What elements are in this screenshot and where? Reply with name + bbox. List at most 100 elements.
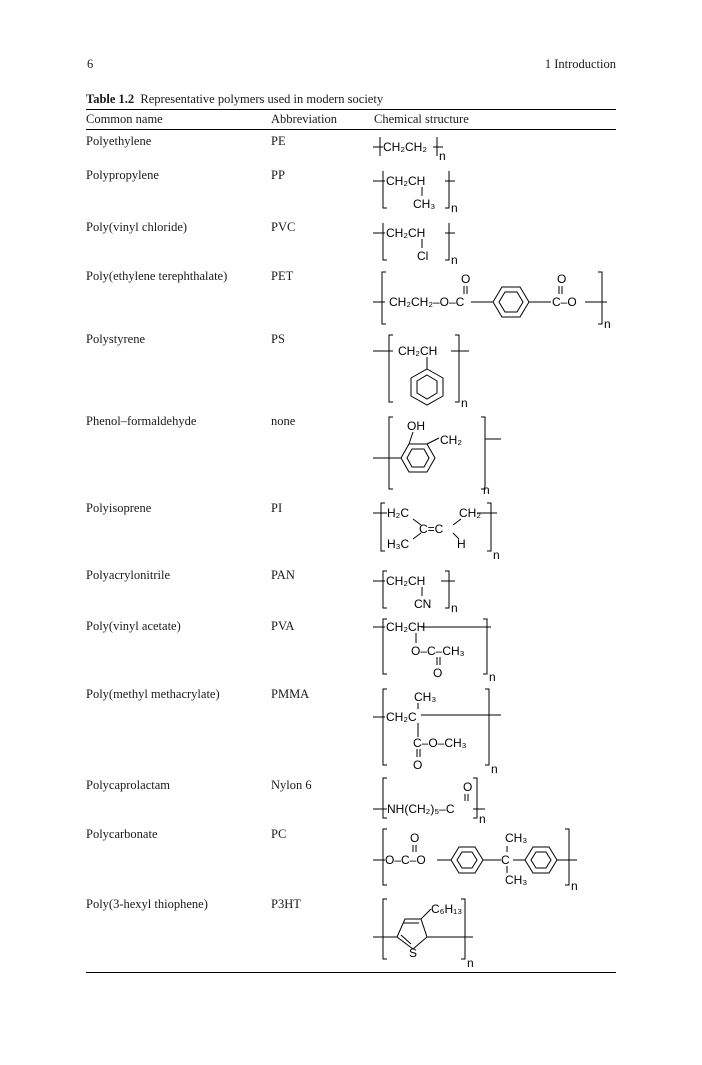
svg-text:C–O: C–O bbox=[552, 295, 577, 309]
col-header-name: Common name bbox=[86, 112, 163, 126]
polymer-name: Poly(vinyl chloride) bbox=[86, 220, 188, 234]
structure-pe: CH₂CH₂ n bbox=[373, 134, 483, 164]
polymer-name: Polypropylene bbox=[86, 168, 159, 182]
svg-text:C: C bbox=[501, 853, 510, 867]
svg-text:CH₃: CH₃ bbox=[505, 831, 527, 845]
svg-text:NH(CH₂)₅–C: NH(CH₂)₅–C bbox=[387, 802, 455, 816]
svg-text:O: O bbox=[410, 831, 419, 845]
svg-text:n: n bbox=[461, 396, 468, 410]
svg-text:n: n bbox=[467, 956, 474, 970]
polymer-abbr: P3HT bbox=[271, 897, 301, 911]
benzene-ring-icon bbox=[450, 846, 484, 874]
polymer-abbr: PC bbox=[271, 827, 287, 841]
svg-text:n: n bbox=[604, 317, 611, 331]
svg-text:CH₂CH: CH₂CH bbox=[386, 620, 425, 634]
svg-text:n: n bbox=[493, 548, 500, 562]
polymer-name: Poly(vinyl acetate) bbox=[86, 619, 181, 633]
svg-text:CN: CN bbox=[414, 597, 431, 611]
svg-text:H: H bbox=[457, 537, 466, 551]
col-header-abbr: Abbreviation bbox=[271, 112, 337, 126]
top-rule bbox=[86, 109, 616, 110]
polymer-name: Polyethylene bbox=[86, 134, 152, 148]
svg-text:O: O bbox=[461, 272, 470, 286]
svg-text:n: n bbox=[451, 201, 458, 215]
benzene-ring-icon bbox=[400, 443, 436, 473]
structure-pc: O–C–O O C CH₃ CH₃ n bbox=[373, 827, 618, 893]
svg-text:CH₃: CH₃ bbox=[414, 690, 436, 704]
svg-text:n: n bbox=[491, 762, 498, 776]
svg-text:C₆H₁₃: C₆H₁₃ bbox=[431, 902, 462, 916]
polymer-abbr: PE bbox=[271, 134, 286, 148]
svg-text:O: O bbox=[433, 666, 442, 680]
polymer-name: Polyacrylonitrile bbox=[86, 568, 171, 582]
svg-text:S: S bbox=[409, 946, 417, 960]
svg-text:CH₃: CH₃ bbox=[413, 197, 435, 211]
polymer-abbr: PAN bbox=[271, 568, 295, 582]
svg-text:CH₂CH: CH₂CH bbox=[386, 226, 425, 240]
structure-pva: CH₂CH O–C–CH₃ O n bbox=[373, 618, 513, 685]
svg-text:n: n bbox=[571, 879, 578, 893]
polymer-name: Poly(methyl methacrylate) bbox=[86, 687, 220, 701]
svg-text:OH: OH bbox=[407, 419, 425, 433]
polymer-abbr: PP bbox=[271, 168, 285, 182]
structure-pp: CH₂CH CH₃ n bbox=[373, 168, 483, 216]
svg-text:n: n bbox=[483, 483, 490, 497]
structure-pf: OH CH₂ n bbox=[373, 414, 523, 499]
svg-text:n: n bbox=[479, 812, 486, 826]
page-number: 6 bbox=[87, 57, 94, 71]
formula-text: CH₂CH₂ bbox=[383, 140, 427, 154]
thiophene-ring-icon bbox=[396, 918, 428, 950]
polymer-abbr: none bbox=[271, 414, 296, 428]
bottom-rule bbox=[86, 972, 616, 973]
svg-text:O: O bbox=[413, 758, 422, 772]
svg-text:O: O bbox=[557, 272, 566, 286]
structure-p3ht: S C₆H₁₃ n bbox=[373, 897, 513, 972]
polymer-name: Poly(3-hexyl thiophene) bbox=[86, 897, 208, 911]
svg-text:CH₂CH: CH₂CH bbox=[386, 174, 425, 188]
svg-text:O: O bbox=[463, 780, 472, 794]
svg-text:C=C: C=C bbox=[419, 522, 444, 536]
polymer-abbr: PVA bbox=[271, 619, 295, 633]
polymer-abbr: Nylon 6 bbox=[271, 778, 312, 792]
svg-text:H₃C: H₃C bbox=[387, 537, 410, 551]
polymer-name: Phenol–formaldehyde bbox=[86, 414, 197, 428]
svg-text:n: n bbox=[489, 670, 496, 684]
polymer-name: Polycarbonate bbox=[86, 827, 158, 841]
polymer-name: Polyisoprene bbox=[86, 501, 152, 515]
polymer-abbr: PI bbox=[271, 501, 283, 515]
svg-text:CH₂: CH₂ bbox=[440, 433, 462, 447]
structure-pet: CH₂CH₂–O–C O C–O O n bbox=[373, 269, 618, 331]
svg-text:O–C–CH₃: O–C–CH₃ bbox=[411, 644, 465, 658]
table-caption: Table 1.2 Representative polymers used i… bbox=[86, 92, 383, 107]
header-rule bbox=[86, 129, 616, 130]
svg-text:CH₂CH₂–O–C: CH₂CH₂–O–C bbox=[389, 295, 465, 309]
benzene-ring-icon bbox=[410, 368, 444, 406]
caption-text: Representative polymers used in modern s… bbox=[140, 92, 384, 106]
structure-pvc: CH₂CH Cl n bbox=[373, 220, 483, 268]
structure-nylon6: NH(CH₂)₅–C O n bbox=[373, 777, 503, 826]
structure-pmma: CH₃ CH₂C C–O–CH₃ O n bbox=[373, 687, 513, 777]
polymer-name: Poly(ethylene terephthalate) bbox=[86, 269, 228, 283]
polymer-abbr: PMMA bbox=[271, 687, 310, 701]
polymer-abbr: PS bbox=[271, 332, 285, 346]
structure-pan: CH₂CH CN n bbox=[373, 568, 483, 616]
svg-text:CH₂CH: CH₂CH bbox=[386, 574, 425, 588]
svg-text:CH₂: CH₂ bbox=[459, 506, 481, 520]
svg-text:H₂C: H₂C bbox=[387, 506, 409, 520]
chapter-title: 1 Introduction bbox=[544, 57, 616, 71]
col-header-structure: Chemical structure bbox=[374, 112, 469, 126]
structure-ps: CH₂CH n bbox=[373, 332, 493, 412]
svg-text:C–O–CH₃: C–O–CH₃ bbox=[413, 736, 467, 750]
svg-text:O–C–O: O–C–O bbox=[385, 853, 426, 867]
svg-text:n: n bbox=[451, 253, 458, 267]
polymer-name: Polystyrene bbox=[86, 332, 146, 346]
svg-text:CH₂CH: CH₂CH bbox=[398, 344, 437, 358]
svg-text:CH₃: CH₃ bbox=[505, 873, 527, 887]
svg-text:CH₂C: CH₂C bbox=[386, 710, 417, 724]
polymer-name: Polycaprolactam bbox=[86, 778, 170, 792]
repeat-n: n bbox=[439, 149, 446, 163]
polymer-abbr: PET bbox=[271, 269, 294, 283]
polymer-abbr: PVC bbox=[271, 220, 296, 234]
svg-text:n: n bbox=[451, 601, 458, 615]
caption-label: Table 1.2 bbox=[86, 92, 135, 106]
